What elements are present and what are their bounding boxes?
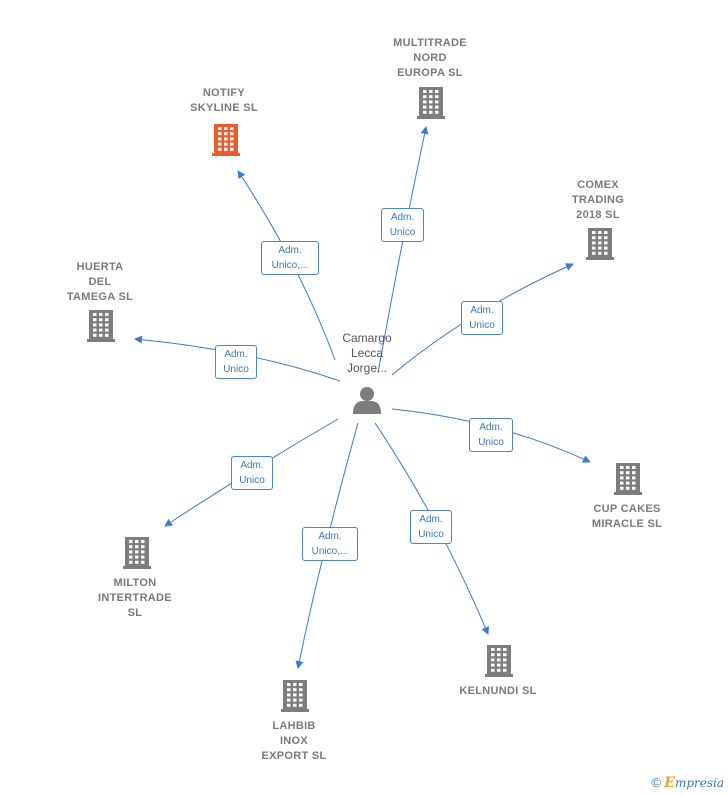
edge-label-multitrade[interactable]: Adm. Unico (381, 208, 424, 242)
edge-label-notify[interactable]: Adm. Unico,... (261, 241, 319, 275)
company-label-milton[interactable]: MILTON INTERTRADE SL (98, 577, 172, 619)
building-icon-milton[interactable] (123, 537, 151, 569)
building-icon-huerta[interactable] (87, 310, 115, 342)
building-icon-multitrade[interactable] (417, 87, 445, 119)
edge-label-comex[interactable]: Adm. Unico (461, 301, 503, 335)
building-icon-notify[interactable] (212, 124, 240, 156)
company-label-kelnundi[interactable]: KELNUNDI SL (459, 685, 537, 697)
center-person-label[interactable]: Camargo Lecca Jorge... (342, 331, 392, 375)
company-label-lahbib[interactable]: LAHBIB INOX EXPORT SL (261, 720, 327, 762)
building-icon-comex[interactable] (586, 228, 614, 260)
company-label-multitrade[interactable]: MULTITRADE NORD EUROPA SL (393, 37, 467, 79)
company-label-notify[interactable]: NOTIFY SKYLINE SL (190, 87, 258, 114)
company-label-huerta[interactable]: HUERTA DEL TAMEGA SL (66, 261, 134, 303)
company-label-cupcakes[interactable]: CUP CAKES MIRACLE SL (591, 503, 663, 530)
edge-label-cupcakes[interactable]: Adm. Unico (469, 418, 513, 452)
edge-label-lahbib[interactable]: Adm. Unico,... (302, 527, 358, 561)
copyright-symbol: © (651, 775, 661, 790)
building-icon-kelnundi[interactable] (485, 645, 513, 677)
edge-label-huerta[interactable]: Adm. Unico (215, 345, 257, 379)
company-label-comex[interactable]: COMEX TRADING 2018 SL (571, 179, 625, 221)
person-icon[interactable] (353, 387, 381, 414)
building-icon-lahbib[interactable] (281, 680, 309, 712)
edge-multitrade (377, 126, 429, 374)
brand-logo-text: mpresia (674, 776, 724, 790)
edge-label-kelnundi[interactable]: Adm. Unico (410, 510, 452, 544)
edge-label-milton[interactable]: Adm. Unico (231, 456, 273, 490)
building-icon-cupcakes[interactable] (614, 463, 642, 495)
brand-logo-letter: E (664, 775, 675, 791)
footer-brand: © Empresia (651, 775, 724, 791)
